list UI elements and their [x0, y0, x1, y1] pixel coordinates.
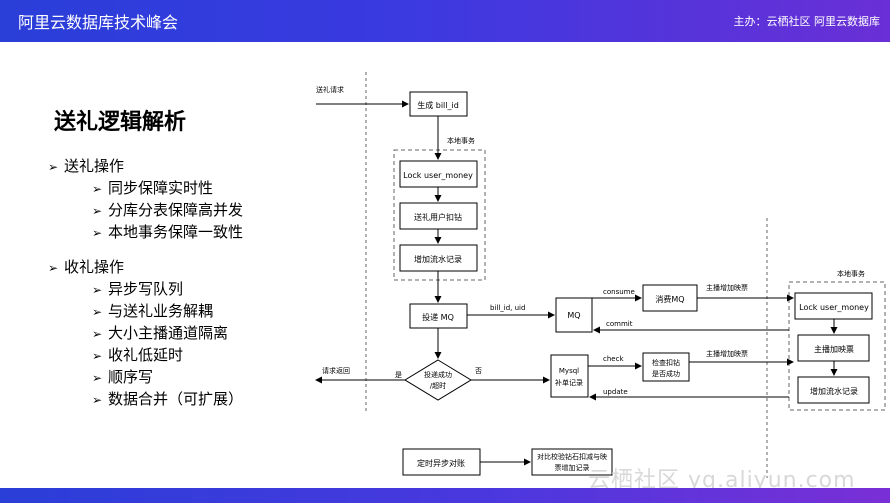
list-item: ➢顺序写 — [48, 366, 243, 388]
receive-gift-section: ➢收礼操作 ➢异步写队列 ➢与送礼业务解耦 ➢大小主播通道隔离 ➢收礼低延时 ➢… — [48, 256, 243, 410]
node-deliver-mq: 投递 MQ — [409, 303, 468, 329]
node-mq: MQ — [555, 297, 593, 333]
svg-text:票增加记录: 票增加记录 — [555, 463, 590, 472]
svg-text:对比校验钻石扣减与映: 对比校验钻石扣减与映 — [537, 452, 607, 461]
arrow-bullet-icon: ➢ — [92, 327, 103, 341]
list-item: ➢与送礼业务解耦 — [48, 300, 243, 322]
arrow-bullet-icon: ➢ — [48, 261, 59, 275]
local-transaction-label-left: 本地事务 — [447, 136, 475, 145]
footer-bar — [0, 488, 890, 503]
edge-yes-return: 请求返回 是 — [315, 366, 405, 384]
node-mysql-backfill: Mysql 补单记录 — [550, 354, 589, 398]
local-transaction-label-right: 本地事务 — [837, 269, 865, 278]
node-compare-records: 对比校验钻石扣减与映 票增加记录 — [531, 448, 613, 476]
node-generate-bill: 生成 bill_id — [409, 91, 468, 117]
section-heading: ➢收礼操作 — [48, 256, 243, 278]
arrow-bullet-icon: ➢ — [92, 393, 103, 407]
svg-text:否: 否 — [475, 367, 482, 375]
svg-text:/超时: /超时 — [430, 381, 446, 390]
node-consume-mq: 消费MQ — [642, 284, 698, 312]
edge-commit: commit — [593, 320, 789, 334]
svg-text:增加流水记录: 增加流水记录 — [810, 386, 858, 396]
arrow-bullet-icon: ➢ — [92, 305, 103, 319]
node-add-flow-left: 增加流水记录 — [399, 244, 478, 272]
edge-anchor-ticket-2: 主播增加映票 — [689, 349, 794, 366]
edge-consume: consume — [592, 288, 642, 302]
list-item: ➢大小主播通道隔离 — [48, 322, 243, 344]
section-heading: ➢送礼操作 — [48, 155, 243, 177]
svg-text:增加流水记录: 增加流水记录 — [414, 254, 462, 264]
node-decision: 投递成功 /超时 — [404, 359, 472, 401]
svg-text:是: 是 — [395, 371, 402, 379]
edge-no-to-mysql: 否 — [471, 367, 550, 384]
node-add-flow-right: 增加流水记录 — [797, 376, 870, 404]
svg-text:是否成功: 是否成功 — [652, 369, 680, 378]
edge-deliver-to-mq: bill_id, uid — [467, 304, 555, 319]
arrow-bullet-icon: ➢ — [92, 204, 103, 218]
node-timer-reconcile: 定时异步对账 — [402, 448, 481, 476]
header-title: 阿里云数据库技术峰会 — [18, 13, 179, 32]
list-item: ➢同步保障实时性 — [48, 177, 243, 199]
list-item: ➢异步写队列 — [48, 278, 243, 300]
svg-text:consume: consume — [603, 288, 635, 296]
arrow-bullet-icon: ➢ — [92, 371, 103, 385]
operations-list: ➢送礼操作 ➢同步保障实时性 ➢分库分表保障高并发 ➢本地事务保障一致性 ➢收礼… — [48, 155, 243, 423]
list-item: ➢收礼低延时 — [48, 344, 243, 366]
arrow-bullet-icon: ➢ — [48, 160, 59, 174]
header-organizer: 主办：云栖社区 阿里云数据库 — [733, 15, 881, 28]
svg-text:投递 MQ: 投递 MQ — [422, 312, 454, 322]
node-deduct-diamonds: 送礼用户扣钻 — [399, 202, 478, 230]
svg-text:check: check — [603, 355, 624, 363]
arrow-bullet-icon: ➢ — [92, 182, 103, 196]
svg-text:主播增加映票: 主播增加映票 — [706, 349, 748, 358]
svg-text:生成 bill_id: 生成 bill_id — [417, 100, 459, 110]
svg-text:投递成功: 投递成功 — [424, 370, 452, 379]
edge-check: check — [588, 355, 642, 370]
svg-text:update: update — [603, 388, 628, 396]
node-lock-user-money-right: Lock user_money — [794, 292, 873, 320]
edge-update: update — [589, 388, 789, 401]
arrow-bullet-icon: ➢ — [92, 226, 103, 240]
svg-text:请求返回: 请求返回 — [322, 366, 350, 375]
node-check-deduct: 检查扣钻 是否成功 — [642, 352, 690, 382]
send-gift-section: ➢送礼操作 ➢同步保障实时性 ➢分库分表保障高并发 ➢本地事务保障一致性 — [48, 155, 243, 243]
node-add-ticket: 主播加映票 — [797, 334, 870, 362]
svg-text:消费MQ: 消费MQ — [655, 294, 684, 304]
edge-anchor-ticket-1: 主播增加映票 — [697, 283, 794, 302]
edge-request-in: 送礼请求 — [316, 85, 409, 108]
svg-text:Lock user_money: Lock user_money — [799, 303, 869, 312]
svg-text:定时异步对账: 定时异步对账 — [417, 458, 465, 468]
svg-text:MQ: MQ — [567, 311, 580, 320]
svg-text:Mysql: Mysql — [559, 367, 579, 375]
local-transaction-group-left — [393, 149, 486, 281]
node-lock-user-money-left: Lock user_money — [399, 160, 478, 188]
svg-text:bill_id, uid: bill_id, uid — [490, 304, 525, 312]
svg-text:送礼用户扣钻: 送礼用户扣钻 — [414, 212, 462, 222]
svg-text:Lock user_money: Lock user_money — [403, 171, 473, 180]
list-item: ➢本地事务保障一致性 — [48, 221, 243, 243]
arrow-bullet-icon: ➢ — [92, 349, 103, 363]
page-title: 送礼逻辑解析 — [54, 110, 187, 135]
list-item: ➢分库分表保障高并发 — [48, 199, 243, 221]
svg-text:commit: commit — [606, 320, 633, 328]
arrow-bullet-icon: ➢ — [92, 283, 103, 297]
svg-text:检查扣钻: 检查扣钻 — [652, 358, 680, 367]
svg-text:补单记录: 补单记录 — [555, 378, 583, 387]
svg-text:主播增加映票: 主播增加映票 — [706, 283, 748, 292]
list-item: ➢数据合并（可扩展） — [48, 388, 243, 410]
svg-text:送礼请求: 送礼请求 — [316, 85, 344, 94]
header-bar: 阿里云数据库技术峰会 主办：云栖社区 阿里云数据库 — [0, 0, 890, 42]
svg-text:主播加映票: 主播加映票 — [814, 344, 854, 354]
